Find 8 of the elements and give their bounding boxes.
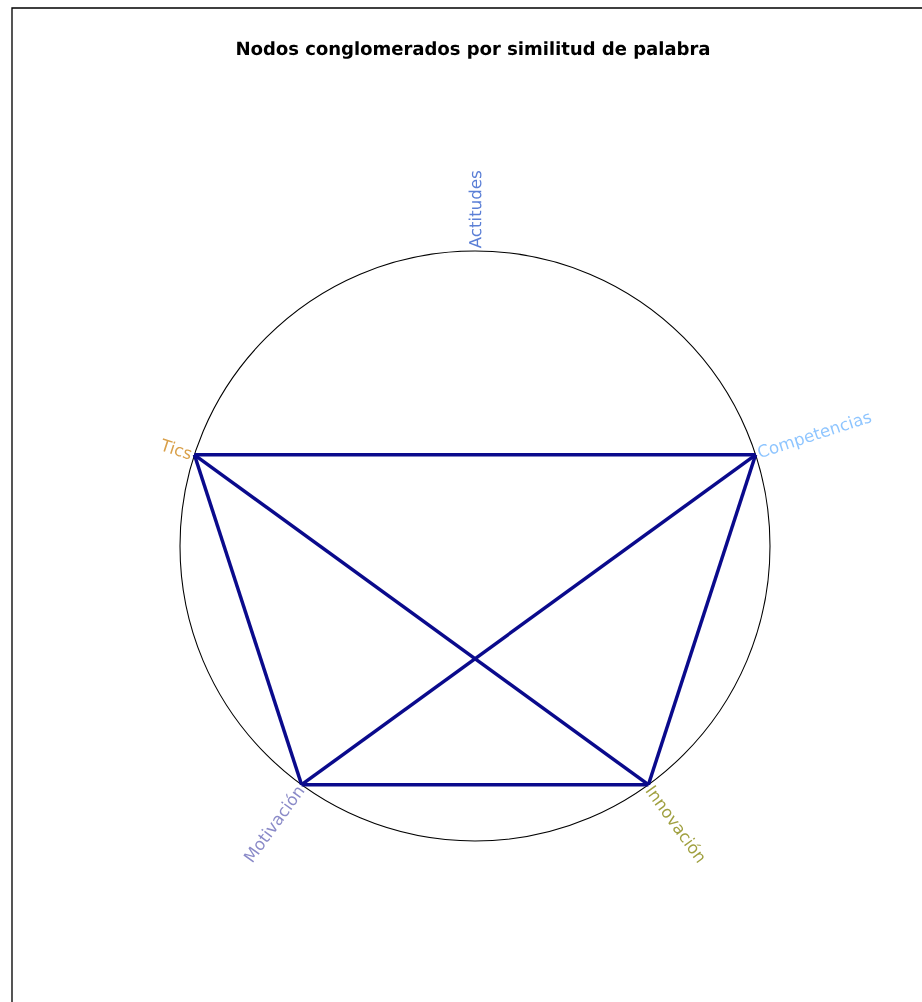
title: Nodos conglomerados por similitud de palabra bbox=[237, 41, 710, 59]
connector-line bbox=[194, 453, 756, 457]
connector-line bbox=[301, 782, 649, 787]
node-label: Tics bbox=[162, 438, 192, 459]
connector-line bbox=[192, 454, 304, 786]
node-label: Actitudes bbox=[468, 171, 482, 249]
connector-line bbox=[646, 454, 758, 786]
connector-line bbox=[300, 453, 757, 787]
